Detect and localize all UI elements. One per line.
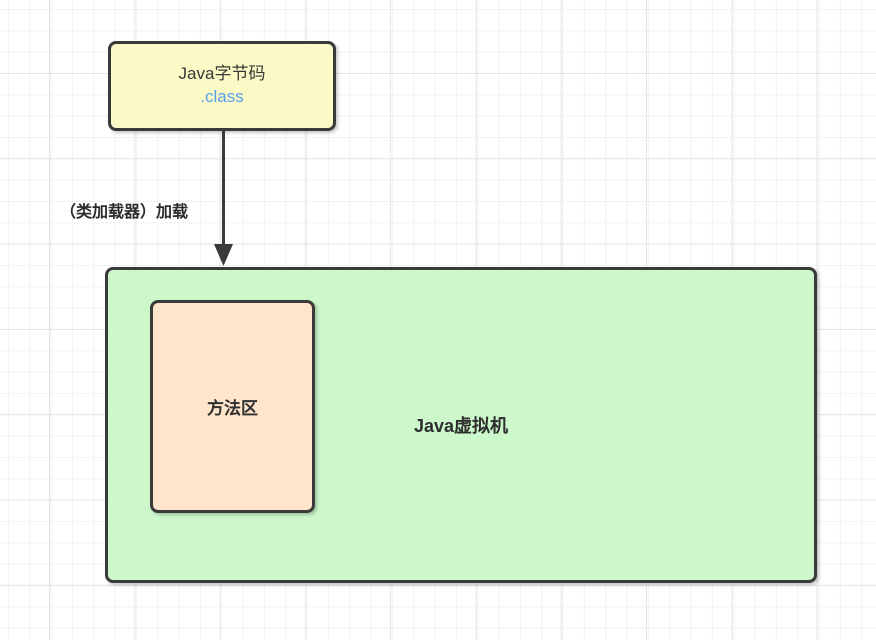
- load-arrow-label: （类加载器）加载: [60, 204, 189, 221]
- load-arrow-head-icon: [214, 244, 233, 266]
- bytecode-node-title: Java字节码: [178, 64, 266, 84]
- bytecode-node-subtitle: .class: [200, 87, 244, 106]
- method-area-node: 方法区: [150, 300, 315, 513]
- bytecode-node: Java字节码 .class: [108, 41, 336, 131]
- method-area-node-label: 方法区: [207, 399, 258, 418]
